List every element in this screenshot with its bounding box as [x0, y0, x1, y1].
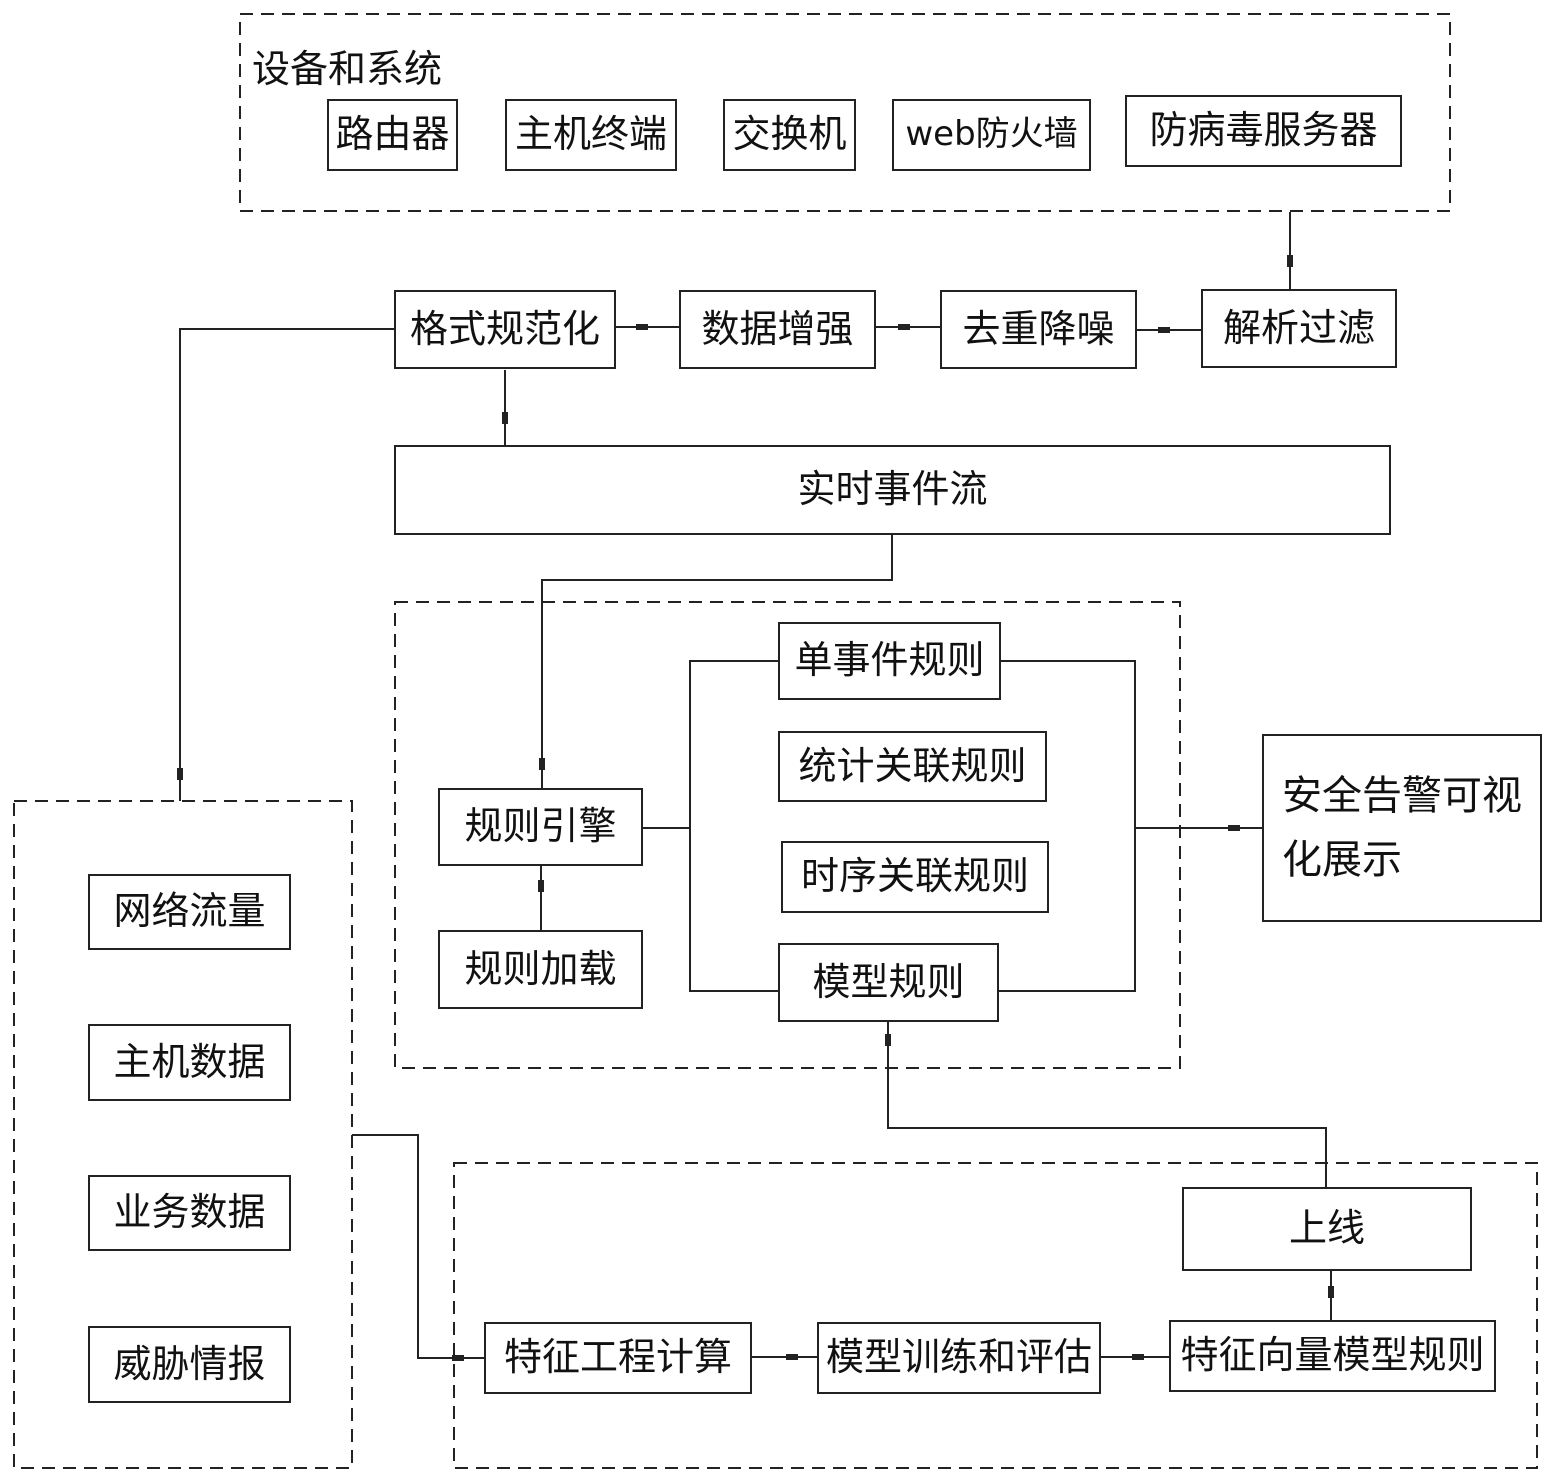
data-source-threat-intel: 威胁情报 [88, 1326, 291, 1403]
engine-to-model-line [689, 828, 778, 992]
feature-vector-model-rule-box: 特征向量模型规则 [1169, 1320, 1496, 1392]
arrow-mark [898, 324, 910, 330]
data-enhance-box: 数据增强 [679, 290, 876, 369]
arrow-mark [1228, 825, 1240, 831]
rule-load-box: 规则加载 [438, 930, 643, 1009]
devices-group-border [239, 13, 1451, 212]
parse-filter-box: 解析过滤 [1201, 289, 1397, 368]
device-router: 路由器 [327, 99, 458, 171]
format-normalize-box: 格式规范化 [394, 290, 616, 369]
arrow-mark [502, 412, 508, 424]
rule-engine-box: 规则引擎 [438, 788, 643, 866]
devices-group-title: 设备和系统 [252, 47, 443, 91]
arrow-mark [636, 324, 648, 330]
arrow-mark [885, 1034, 891, 1046]
arrow-mark [538, 880, 544, 892]
dedup-denoise-box: 去重降噪 [940, 290, 1137, 369]
arrow-mark [1158, 327, 1170, 333]
single-event-rule-box: 单事件规则 [778, 622, 1001, 700]
deploy-online-box: 上线 [1182, 1187, 1472, 1271]
sources-to-feature-line [352, 1134, 484, 1359]
rules-merge-line [999, 660, 1136, 992]
temporal-correlation-rule-box: 时序关联规则 [781, 841, 1049, 913]
dashed-groups [13, 13, 1538, 1469]
arrow-mark [177, 768, 183, 780]
stream-to-engine-line [541, 535, 893, 788]
arrow-mark [1287, 255, 1293, 267]
engine-to-single-line [643, 660, 778, 829]
realtime-event-stream-box: 实时事件流 [394, 445, 1391, 535]
arrow-mark [452, 1355, 464, 1361]
format-to-sources-line [179, 328, 394, 801]
arrow-marks [177, 255, 1334, 1361]
data-source-business-data: 业务数据 [88, 1175, 291, 1251]
model-rule-box: 模型规则 [778, 943, 999, 1022]
rules-group-border [394, 601, 1181, 1069]
data-source-host-data: 主机数据 [88, 1024, 291, 1101]
feature-engineering-box: 特征工程计算 [484, 1322, 752, 1394]
connectors [179, 212, 1332, 1359]
arrow-mark [1328, 1286, 1334, 1298]
security-alert-visualization-box: 安全告警可视化展示 [1262, 734, 1542, 922]
stat-correlation-rule-box: 统计关联规则 [778, 731, 1047, 802]
arrow-mark [539, 758, 545, 770]
arrow-mark [786, 1354, 798, 1360]
data-sources-group-border [13, 800, 353, 1469]
device-antivirus-server: 防病毒服务器 [1125, 95, 1402, 167]
device-switch: 交换机 [723, 99, 856, 171]
arrow-mark [1132, 1354, 1144, 1360]
data-source-network-traffic: 网络流量 [88, 874, 291, 950]
device-host-terminal: 主机终端 [505, 99, 677, 171]
device-web-firewall: web防火墙 [892, 99, 1091, 171]
model-train-eval-box: 模型训练和评估 [817, 1322, 1101, 1394]
deploy-to-model-line [887, 1022, 1327, 1187]
